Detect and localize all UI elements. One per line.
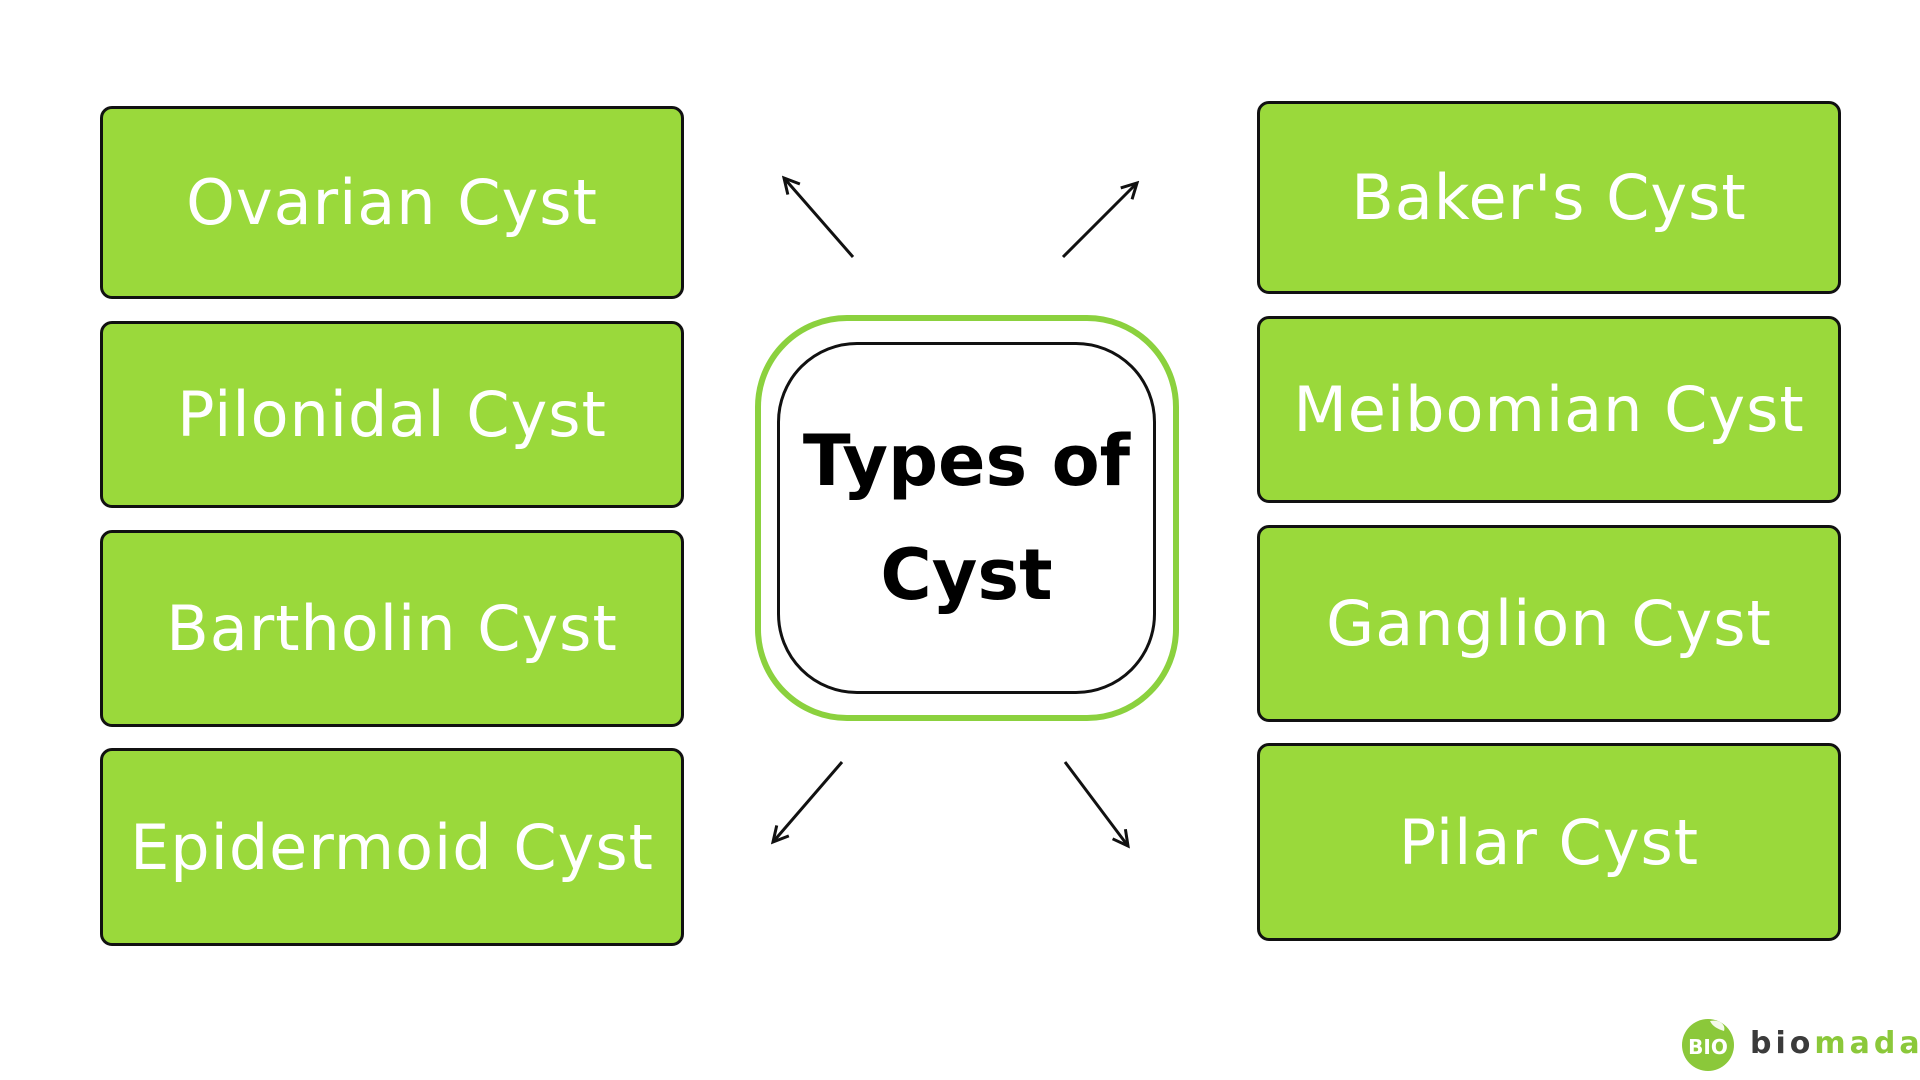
center-title-line2: Cyst (880, 534, 1053, 616)
cyst-label: Bartholin Cyst (166, 592, 618, 665)
center-title-line1: Types of (802, 420, 1131, 502)
cyst-label: Baker's Cyst (1351, 161, 1747, 234)
cyst-label: Meibomian Cyst (1293, 373, 1805, 446)
cyst-box-bartholin: Bartholin Cyst (100, 530, 684, 727)
cyst-box-epidermoid: Epidermoid Cyst (100, 748, 684, 946)
arrow-up-right (1061, 183, 1137, 259)
cyst-box-pilar: Pilar Cyst (1257, 743, 1841, 941)
brand-name: biomadam (1750, 1026, 1920, 1061)
center-node: Types of Cyst (777, 342, 1156, 694)
cyst-label: Pilar Cyst (1398, 805, 1700, 879)
cyst-box-meibomian: Meibomian Cyst (1257, 316, 1841, 503)
cyst-label: Pilonidal Cyst (177, 378, 607, 451)
brand-name-part1: bio (1750, 1026, 1815, 1061)
cyst-box-ovarian: Ovarian Cyst (100, 106, 684, 299)
cyst-label: Epidermoid Cyst (130, 810, 654, 884)
cyst-box-bakers: Baker's Cyst (1257, 101, 1841, 294)
arrow-up-left (784, 178, 855, 258)
brand-logo-icon: BIO (1682, 1019, 1734, 1071)
cyst-label: Ovarian Cyst (186, 166, 598, 239)
brand-name-part2: madam (1814, 1026, 1920, 1061)
arrow-down-left (773, 761, 844, 842)
cyst-box-ganglion: Ganglion Cyst (1257, 525, 1841, 722)
arrow-down-right (1063, 761, 1128, 846)
brand-logo-letters: BIO (1688, 1035, 1728, 1059)
cyst-box-pilonidal: Pilonidal Cyst (100, 321, 684, 508)
cyst-label: Ganglion Cyst (1326, 587, 1772, 660)
